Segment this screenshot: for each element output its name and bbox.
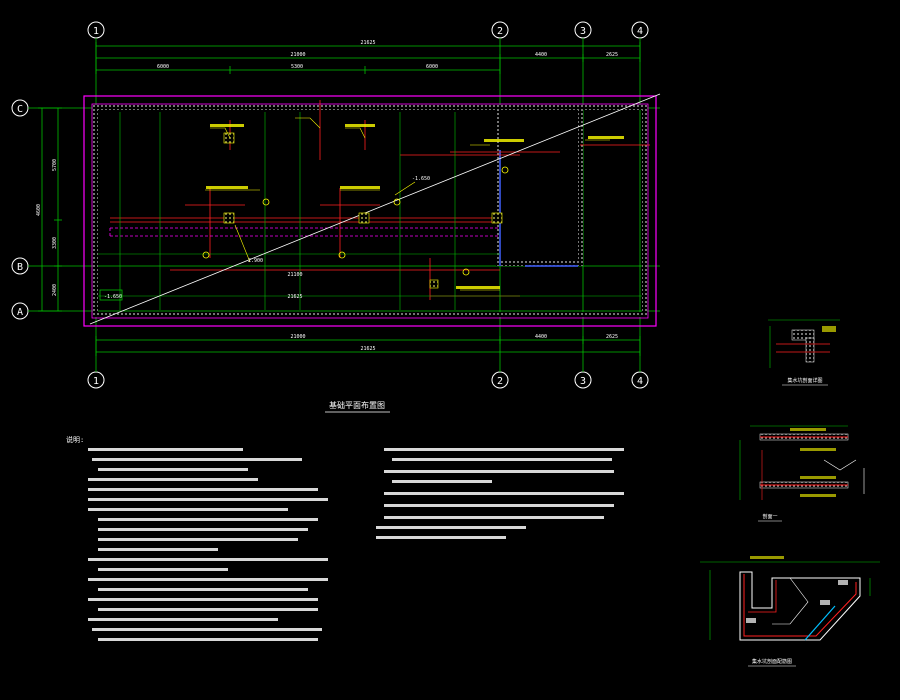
dim-bottom-span-b: 4400 bbox=[535, 334, 547, 340]
callout-texts bbox=[206, 124, 624, 289]
notes-left-column bbox=[88, 448, 328, 641]
grid-label-col-1: 1 bbox=[93, 376, 99, 387]
diagonal-section-line bbox=[89, 93, 661, 325]
dim-top-span-a: 21000 bbox=[290, 52, 305, 58]
grid-label-col-2: 2 bbox=[497, 376, 503, 387]
grid-label-col-1: 1 bbox=[93, 26, 99, 37]
dim-top-sub-1: 6000 bbox=[157, 64, 169, 70]
pile-caps bbox=[223, 132, 503, 289]
dim-bottom-span-a: 21000 bbox=[290, 334, 305, 340]
grid-label-row-b: B bbox=[17, 262, 23, 273]
dim-bottom-span-c: 2625 bbox=[606, 334, 618, 340]
dim-top-sub-2: 5300 bbox=[291, 64, 303, 70]
foundation-outline bbox=[83, 95, 657, 327]
rebar-lines bbox=[110, 100, 650, 300]
grid-label-row-a: A bbox=[17, 307, 23, 318]
plan-title: 基础平面布置图 bbox=[329, 400, 385, 410]
detail-section-one bbox=[739, 425, 865, 500]
notes-heading: 说明: bbox=[66, 435, 84, 444]
dim-left-sub-2: 3300 bbox=[52, 237, 58, 249]
detail-pit-reinforcement bbox=[700, 556, 880, 641]
grid-label-col-3: 3 bbox=[580, 376, 586, 387]
elevation-box bbox=[99, 289, 123, 301]
detail-pit-section-small bbox=[768, 319, 840, 368]
interior-lines bbox=[98, 112, 642, 310]
grid-label-col-3: 3 bbox=[580, 26, 586, 37]
dim-inner-1: 21625 bbox=[287, 294, 302, 300]
grid-bubbles-top: 1 2 3 4 bbox=[87, 21, 649, 39]
top-dimensions bbox=[95, 42, 641, 74]
grid-label-col-2: 2 bbox=[497, 26, 503, 37]
notes-right-column bbox=[376, 448, 624, 539]
bottom-dimensions bbox=[95, 336, 641, 356]
pile-cap bbox=[358, 212, 370, 224]
grid-label-row-c: C bbox=[17, 104, 23, 115]
pile-cap bbox=[491, 212, 503, 224]
elevation-label: -1.650 bbox=[412, 176, 430, 182]
dim-top-span-b: 4400 bbox=[535, 52, 547, 58]
elevation-label: -2.900 bbox=[245, 258, 263, 264]
grid-bubbles-bottom: 1 2 3 4 bbox=[87, 371, 649, 389]
elevation-label: -1.650 bbox=[104, 294, 122, 300]
dim-top-span-c: 2625 bbox=[606, 52, 618, 58]
dashed-band bbox=[109, 227, 500, 237]
dim-top-sub-3: 6000 bbox=[426, 64, 438, 70]
detail-title: 集水坑剖面配筋图 bbox=[752, 658, 792, 665]
dim-inner-2: 21100 bbox=[287, 272, 302, 278]
detail-title: 集水坑剖面详图 bbox=[787, 377, 822, 384]
dim-left-total: 4600 bbox=[36, 204, 42, 216]
grid-bubbles-left: C B A bbox=[11, 99, 29, 320]
grid-label-col-4: 4 bbox=[637, 376, 643, 387]
dim-left-sub-1: 5700 bbox=[52, 159, 58, 171]
circle-markers bbox=[202, 166, 509, 276]
dim-bottom-total: 21625 bbox=[360, 346, 375, 352]
detail-title: 剖面一 bbox=[762, 513, 777, 520]
left-dimensions bbox=[38, 107, 62, 312]
perimeter-wall-hatch bbox=[93, 105, 647, 317]
pile-cap bbox=[223, 212, 235, 224]
pile-cap bbox=[429, 279, 439, 289]
dim-top-total: 21625 bbox=[360, 40, 375, 46]
pile-cap bbox=[223, 132, 235, 144]
callout-leaders bbox=[205, 117, 610, 291]
dim-left-sub-3: 2400 bbox=[52, 284, 58, 296]
grid-label-col-4: 4 bbox=[637, 26, 643, 37]
